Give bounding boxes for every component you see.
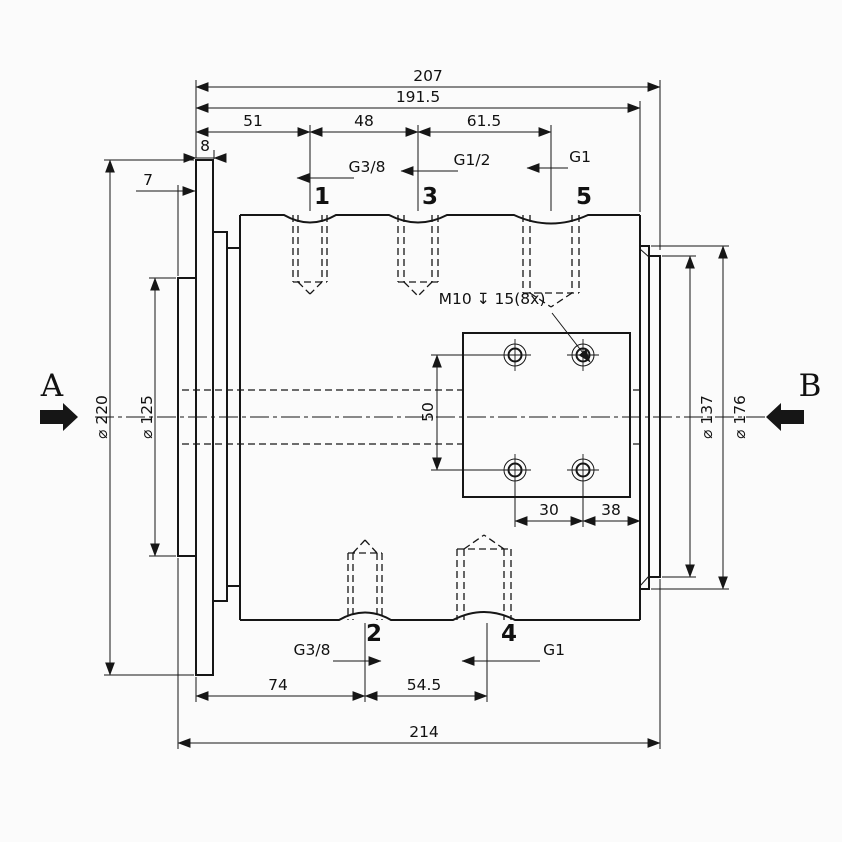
port-1-thread: G3/8 xyxy=(349,158,386,176)
dim-54-5: 54.5 xyxy=(407,676,442,694)
dim-dia-137: ⌀ 137 xyxy=(698,395,716,439)
port-3-number: 3 xyxy=(422,184,438,210)
callout-m10: M10 ↧ 15(8x) xyxy=(439,290,546,308)
bolt-pad xyxy=(462,332,631,498)
port-4-number: 4 xyxy=(501,621,517,647)
port-4-hidden-thread xyxy=(456,534,512,620)
dimension-lines xyxy=(105,82,728,748)
dim-48: 48 xyxy=(354,112,374,130)
dim-61-5: 61.5 xyxy=(467,112,502,130)
port-2-hidden-thread xyxy=(347,539,383,620)
view-b-label: B xyxy=(799,368,822,404)
dim-191-5: 191.5 xyxy=(396,88,440,106)
port-5-number: 5 xyxy=(576,184,592,210)
dim-214: 214 xyxy=(409,723,439,741)
dim-50: 50 xyxy=(419,402,437,422)
dim-51: 51 xyxy=(243,112,263,130)
port-labels: G3/8 G1/2 G1 G3/8 G1 1 3 5 2 4 xyxy=(294,148,592,659)
dim-8: 8 xyxy=(200,137,210,155)
dimension-texts: 207 191.5 51 48 61.5 8 7 ⌀ 220 ⌀ 125 ⌀ 1… xyxy=(93,67,749,741)
view-arrows xyxy=(40,403,804,431)
body-bottom-edge xyxy=(240,611,640,621)
dim-74: 74 xyxy=(268,676,288,694)
dim-30: 30 xyxy=(539,501,559,519)
view-a-label: A xyxy=(40,368,64,404)
view-labels: A B xyxy=(40,368,822,404)
view-b-arrow-icon xyxy=(766,403,804,431)
extension-lines xyxy=(104,80,729,749)
dim-7: 7 xyxy=(143,171,153,189)
port-2-thread: G3/8 xyxy=(294,641,331,659)
chamfer-bottom xyxy=(639,575,650,587)
leader-m10 xyxy=(551,312,591,363)
leader-lines xyxy=(296,163,591,666)
bolt-hole xyxy=(567,454,599,486)
dim-207: 207 xyxy=(413,67,443,85)
bolt-pad-face xyxy=(462,332,631,498)
port-3-thread: G1/2 xyxy=(454,151,491,169)
dim-dia-220: ⌀ 220 xyxy=(93,395,111,439)
body-top-edge xyxy=(240,214,640,225)
port-2-number: 2 xyxy=(366,621,382,647)
port-3-hidden-thread xyxy=(397,215,439,297)
port-5-hidden-thread xyxy=(522,215,580,308)
chamfer-top xyxy=(639,248,650,258)
port-1-hidden-thread xyxy=(292,215,328,295)
port-5-thread: G1 xyxy=(569,148,591,166)
view-a-arrow-icon xyxy=(40,403,78,431)
dim-dia-176: ⌀ 176 xyxy=(731,395,749,439)
dim-38: 38 xyxy=(601,501,621,519)
port-1-number: 1 xyxy=(314,184,330,210)
port-4-thread: G1 xyxy=(543,641,565,659)
dim-dia-125: ⌀ 125 xyxy=(138,395,156,439)
